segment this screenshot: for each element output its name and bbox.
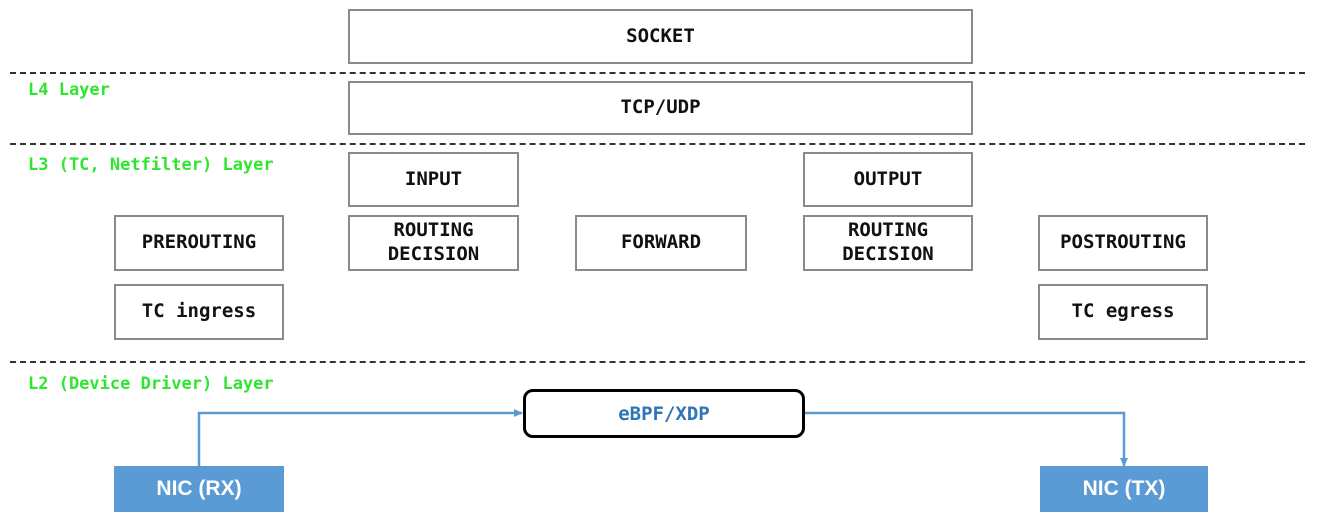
l3-layer-label: L3 (TC, Netfilter) Layer [28, 155, 274, 175]
prerouting-box: PREROUTING [114, 215, 284, 271]
rx-to-xdp-arrow [197, 409, 523, 466]
tc-egress-box: TC egress [1038, 284, 1208, 340]
input-box: INPUT [348, 152, 519, 207]
socket-box: SOCKET [348, 9, 973, 64]
output-box: OUTPUT [803, 152, 973, 207]
nic-tx-box: NIC (TX) [1040, 466, 1208, 512]
routing-decision-left-line1: ROUTING [393, 219, 474, 242]
tcp-udp-box: TCP/UDP [348, 81, 973, 135]
forward-box: FORWARD [575, 215, 747, 271]
l2-divider [10, 361, 1305, 363]
l4-divider [10, 72, 1305, 74]
l3-divider [10, 143, 1305, 145]
xdp-to-tx-arrow [805, 411, 1128, 467]
routing-decision-right-box: ROUTING DECISION [803, 215, 973, 271]
routing-decision-left-box: ROUTING DECISION [348, 215, 519, 271]
tc-ingress-box: TC ingress [114, 284, 284, 340]
l4-layer-label: L4 Layer [28, 80, 110, 100]
routing-decision-right-line2: DECISION [842, 243, 934, 265]
routing-decision-left-line2: DECISION [387, 243, 480, 265]
postrouting-box: POSTROUTING [1038, 215, 1208, 271]
routing-decision-right-line1: ROUTING [847, 219, 929, 242]
l2-layer-label: L2 (Device Driver) Layer [28, 374, 274, 394]
nic-rx-box: NIC (RX) [114, 466, 284, 512]
ebpf-xdp-box: eBPF/XDP [523, 389, 805, 438]
